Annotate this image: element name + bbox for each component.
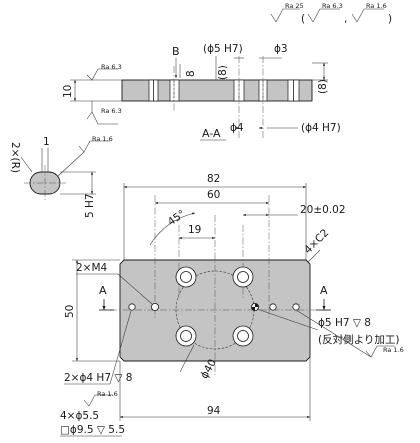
detail-b: 1 2×(R) Ra 1.6 5 H7 <box>9 135 113 218</box>
ra-right: Ra 1.6 <box>383 346 404 354</box>
ra-top: Ra 6.3 <box>101 63 122 71</box>
dim-5h7: 5 H7 <box>84 193 96 218</box>
dim-45: 45° <box>166 208 188 229</box>
dim-60: 60 <box>207 189 220 201</box>
pin-hole-left-label: 2×ϕ4 H7 ▽ 8 <box>64 372 132 384</box>
side-view: B 8 (8) (ϕ5 H7) ϕ3 (8) 10 Ra 6.3 Ra 6.3 … <box>62 43 341 141</box>
section-B-label: B <box>172 45 180 58</box>
section-A-left: A <box>99 284 107 297</box>
tap-hole-left <box>150 302 159 311</box>
roughness-bracket-close: ) <box>388 13 392 25</box>
detail-ra: Ra 1.6 <box>92 135 113 143</box>
label-2xR: 2×(R) <box>9 142 21 173</box>
dim-20: 20±0.02 <box>300 204 346 216</box>
roughness-symbol-icon <box>270 8 300 23</box>
roughness-symbol-icon <box>86 68 118 81</box>
roughness-alt1: Ra 6.3 <box>322 2 343 10</box>
dim-paren-8-left: (8) <box>217 65 229 80</box>
roughness-alt2: Ra 1.6 <box>366 2 387 10</box>
hole-phi4-right <box>269 303 277 311</box>
counterbore-label-2: □ϕ9.5 ▽ 5.5 <box>60 424 125 436</box>
ra-bottom: Ra 6.3 <box>101 107 122 115</box>
pin-hole-note: (反対側より加工) <box>318 333 399 346</box>
roughness-legend: Ra 25 ( Ra 6.3 , Ra 1.6 ) <box>270 2 392 25</box>
roughness-symbol-icon <box>86 111 118 125</box>
tap-2xM4: 2×M4 <box>76 262 108 274</box>
dim-8: 8 <box>185 70 197 77</box>
roughness-comma: , <box>344 13 347 25</box>
roughness-symbol-icon <box>351 8 384 23</box>
dim-94: 94 <box>207 405 221 417</box>
roughness-main: Ra 25 <box>285 2 304 10</box>
tap-hole-right <box>292 303 300 311</box>
pin-hole-left <box>128 303 136 311</box>
dim-19: 19 <box>188 224 201 236</box>
dim-phi4h7: (ϕ4 H7) <box>301 122 341 134</box>
dim-paren-8-right: (8) <box>317 79 329 94</box>
bore-pin <box>169 79 180 102</box>
pin-hole-right-mark <box>255 303 259 307</box>
ra-left: Ra 1.6 <box>97 390 118 398</box>
dim-1: 1 <box>43 136 50 148</box>
roughness-symbol-icon <box>365 345 395 358</box>
pin-hole-label: ϕ5 H7 ▽ 8 <box>318 317 371 329</box>
roughness-symbol-icon <box>78 140 110 153</box>
dim-10: 10 <box>62 85 74 98</box>
top-view-body <box>119 259 311 362</box>
top-view: 82 60 20±0.02 45° 19 4×C2 2×M4 A A 50 ϕ5 <box>60 173 404 437</box>
roughness-symbol-icon <box>307 8 340 23</box>
counterbore-label-1: 4×ϕ5.5 <box>60 410 99 422</box>
roughness-symbol-icon <box>83 394 113 407</box>
roughness-bracket-open: ( <box>301 13 305 25</box>
dim-phi3: ϕ3 <box>274 43 288 55</box>
chamfer-4xC2: 4×C2 <box>302 227 331 256</box>
section-A-right: A <box>320 284 328 297</box>
section-AA-label: A-A <box>202 127 221 140</box>
counterbore-holes <box>175 266 254 347</box>
dim-50: 50 <box>64 305 76 318</box>
dim-82: 82 <box>207 173 220 185</box>
dim-phi4: ϕ4 <box>230 122 244 134</box>
dim-phi5h7: (ϕ5 H7) <box>203 43 243 55</box>
